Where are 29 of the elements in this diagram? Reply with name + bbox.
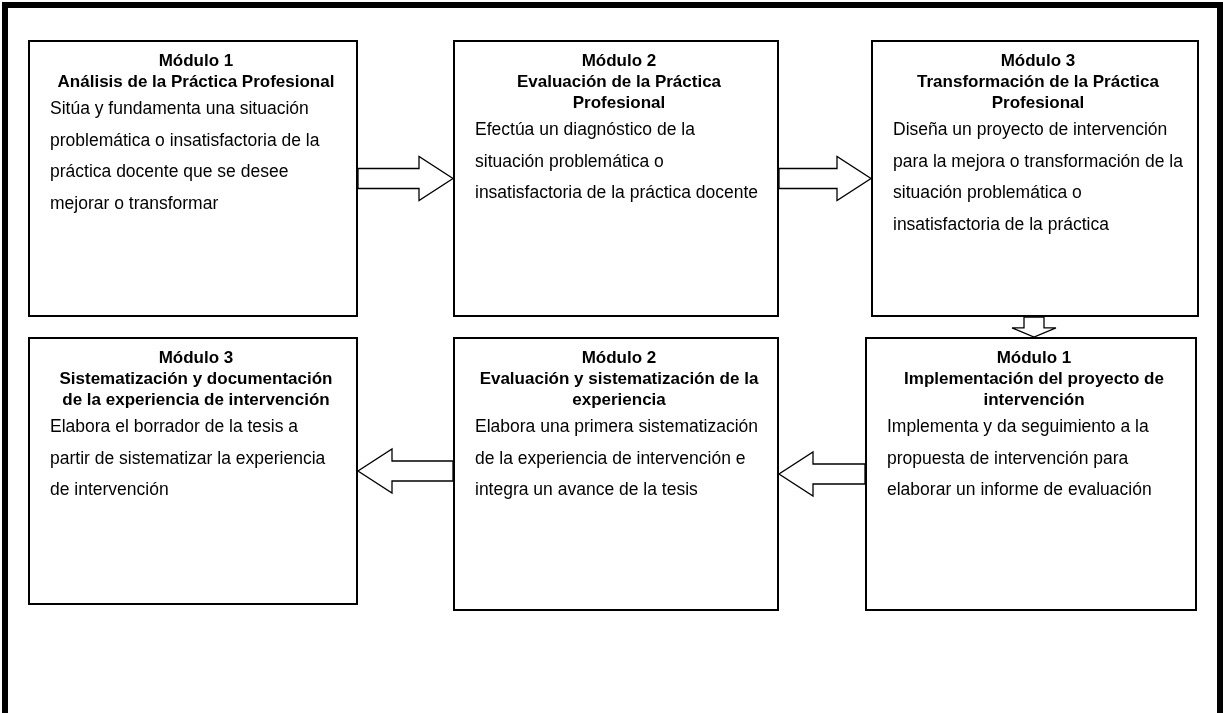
module-box (865, 337, 1197, 611)
block-arrow (356, 447, 454, 495)
module-title: Evaluación de la Práctica Profesional (515, 71, 723, 113)
module-title: Análisis de la Práctica Profesional (56, 71, 336, 92)
module-number: Módulo 3 (999, 50, 1077, 71)
block-arrow (778, 155, 873, 202)
module-description: Diseña un proyecto de intervención para la mejora o transformación de la situación problemática o insatisfactoria de la práctica (893, 118, 1183, 236)
module-box (453, 40, 779, 317)
module-number: Módulo 1 (157, 50, 235, 71)
module-box (28, 40, 358, 317)
module-number: Módulo 2 (580, 50, 658, 71)
block-arrow (357, 155, 455, 202)
block-arrow (1011, 316, 1057, 338)
module-box (453, 337, 779, 611)
module-number: Módulo 2 (580, 347, 658, 368)
module-description: Efectúa un diagnóstico de la situación problemática o insatisfactoria de la práctica docente (475, 118, 760, 204)
module-description: Sitúa y fundamenta una situación problemática o insatisfactoria de la práctica docente que se desee mejorar o transformar (50, 97, 321, 215)
module-box (28, 337, 358, 605)
module-description: Implementa y da seguimiento a la propuesta de intervención para elaborar un informe de evaluación (887, 415, 1153, 501)
module-title: Sistematización y documentación de la experiencia de intervención (58, 368, 334, 410)
block-arrow (777, 450, 866, 498)
module-number: Módulo 3 (157, 347, 235, 368)
module-number: Módulo 1 (995, 347, 1073, 368)
module-title: Transformación de la Práctica Profesional (916, 71, 1160, 113)
module-title: Implementación del proyecto de intervención (903, 368, 1165, 410)
module-description: Elabora el borrador de la tesis a partir de sistematizar la experiencia de intervención (50, 415, 327, 501)
module-description: Elabora una primera sistematización de la experiencia de intervención e integra un avance de la tesis (475, 415, 760, 501)
module-box (871, 40, 1199, 317)
module-title: Evaluación y sistematización de la experiencia (478, 368, 760, 410)
